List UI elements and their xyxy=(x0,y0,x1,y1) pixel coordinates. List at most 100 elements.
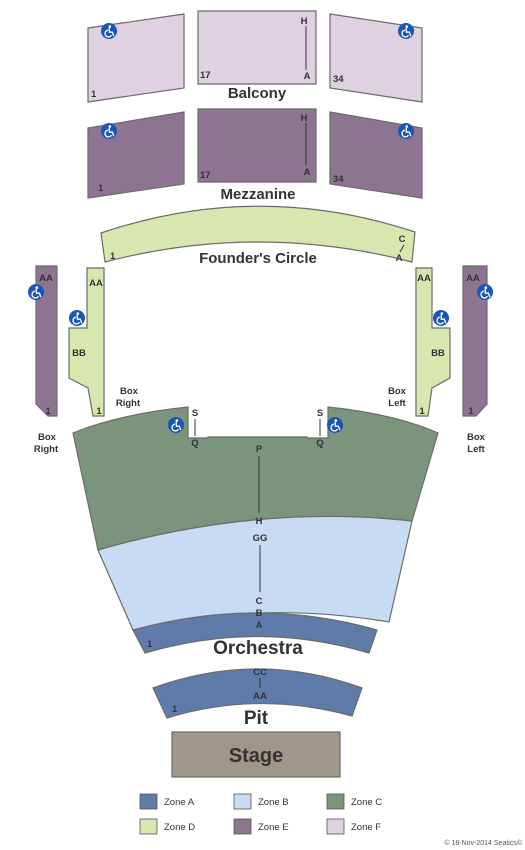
orchestra-section[interactable]: S Q S Q P H GG C B A 1 Orchestra xyxy=(72,406,439,659)
wheelchair-icon xyxy=(326,416,344,434)
pit-seat: 1 xyxy=(172,704,178,715)
box-right-inner-label-2: Right xyxy=(116,398,141,409)
pit-row-top: CC xyxy=(253,667,267,678)
box-left-inner[interactable] xyxy=(415,267,451,417)
box-right-inner-row-mid: BB xyxy=(72,348,86,359)
wheelchair-icon xyxy=(100,122,118,140)
founders-circle[interactable] xyxy=(100,205,416,263)
legend-swatch xyxy=(139,818,158,835)
mezzanine-section[interactable]: H A 1 17 34 Mezzanine xyxy=(87,108,423,203)
mezzanine-seat-left: 1 xyxy=(98,183,104,194)
legend-label: Zone F xyxy=(351,822,381,833)
mezzanine-row-bottom: A xyxy=(304,167,311,178)
box-right-outer-label-1: Box xyxy=(38,432,57,443)
box-left-inner-label-2: Left xyxy=(388,398,406,409)
copyright-text: © 18-Nov-2014 Seatics© xyxy=(444,839,522,847)
box-left-outer-section[interactable]: AA 1 Box Left xyxy=(462,265,494,455)
legend-swatch xyxy=(233,793,252,810)
wheelchair-icon xyxy=(432,309,450,327)
balcony-seat-mid: 17 xyxy=(200,70,211,81)
pit-row-bottom: AA xyxy=(253,691,267,702)
stage-label: Stage xyxy=(229,745,283,767)
box-left-inner-label-1: Box xyxy=(388,386,407,397)
legend-item: Zone A xyxy=(139,793,195,810)
founders-circle-section[interactable]: C A 1 Founder's Circle xyxy=(100,205,416,267)
box-left-outer-label-1: Box xyxy=(467,432,486,443)
orchestra-row-b: B xyxy=(256,608,263,619)
wheelchair-icon xyxy=(27,283,45,301)
box-right-outer-row: AA xyxy=(39,273,53,284)
orchestra-rear-left-q: Q xyxy=(191,438,198,449)
mezzanine-row-top: H xyxy=(301,113,308,124)
box-right-outer-section[interactable]: AA 1 Box Right xyxy=(27,265,59,455)
wheelchair-icon xyxy=(397,122,415,140)
box-left-outer[interactable] xyxy=(462,265,488,417)
box-right-outer-label-2: Right xyxy=(34,444,59,455)
pit-section[interactable]: CC AA 1 Pit xyxy=(152,667,363,729)
founders-seat: 1 xyxy=(110,251,116,262)
legend-swatch xyxy=(233,818,252,835)
legend-item: Zone B xyxy=(233,793,289,810)
stage-area xyxy=(171,731,341,778)
orchestra-row-gg: GG xyxy=(253,533,268,544)
legend-swatch xyxy=(139,793,158,810)
founders-row-top: C xyxy=(399,234,406,245)
wheelchair-icon xyxy=(100,22,118,40)
box-left-outer-seat: 1 xyxy=(468,406,474,417)
legend-item: Zone F xyxy=(326,818,381,835)
box-left-inner-row-top: AA xyxy=(417,273,431,284)
orchestra-row-h: H xyxy=(256,516,263,527)
legend-item: Zone C xyxy=(326,793,382,810)
box-left-inner-section[interactable]: AA BB 1 Box Left xyxy=(388,267,451,417)
orchestra-row-c: C xyxy=(256,596,263,607)
wheelchair-icon xyxy=(167,416,185,434)
legend-label: Zone A xyxy=(164,797,195,808)
mezzanine-seat-mid: 17 xyxy=(200,170,211,181)
legend-label: Zone D xyxy=(164,822,195,833)
balcony-seat-right: 34 xyxy=(333,74,344,85)
box-right-outer-seat: 1 xyxy=(45,406,51,417)
box-right-inner-label-1: Box xyxy=(120,386,139,397)
mezzanine-label: Mezzanine xyxy=(220,186,295,203)
orchestra-front[interactable] xyxy=(132,612,378,654)
box-left-inner-row-mid: BB xyxy=(431,348,445,359)
balcony-seat-left: 1 xyxy=(91,89,97,100)
wheelchair-icon xyxy=(397,22,415,40)
box-left-outer-label-2: Left xyxy=(467,444,485,455)
wheelchair-icon xyxy=(476,283,494,301)
legend-swatch xyxy=(326,793,345,810)
legend-label: Zone C xyxy=(351,797,382,808)
mezzanine-seat-right: 34 xyxy=(333,174,344,185)
founders-circle-label: Founder's Circle xyxy=(199,250,317,267)
orchestra-label: Orchestra xyxy=(213,638,303,659)
balcony-row-top: H xyxy=(301,16,308,27)
box-right-inner-section[interactable]: AA BB 1 Box Right xyxy=(68,267,141,417)
legend-item: Zone D xyxy=(139,818,195,835)
founders-row-bottom: A xyxy=(396,253,403,264)
box-right-inner-seat: 1 xyxy=(96,406,102,417)
orchestra-rear-right-q: Q xyxy=(316,438,323,449)
orchestra-rear-right-s: S xyxy=(317,408,323,419)
pit[interactable] xyxy=(152,668,363,719)
box-right-inner-row-top: AA xyxy=(89,278,103,289)
legend-swatch xyxy=(326,818,345,835)
legend-label: Zone E xyxy=(258,822,289,833)
legend-label: Zone B xyxy=(258,797,289,808)
balcony-row-bottom: A xyxy=(304,71,311,82)
box-right-outer[interactable] xyxy=(35,265,58,417)
legend-item: Zone E xyxy=(233,818,289,835)
box-right-inner[interactable] xyxy=(68,267,105,417)
balcony-section[interactable]: H A 1 17 34 Balcony xyxy=(87,10,423,103)
balcony-label: Balcony xyxy=(228,85,287,102)
pit-label: Pit xyxy=(244,708,269,729)
box-left-outer-row: AA xyxy=(466,273,480,284)
orchestra-row-a: A xyxy=(256,620,263,631)
zone-legend: Zone A Zone B Zone C Zone D Zone E Zone F xyxy=(139,793,382,835)
orchestra-seat: 1 xyxy=(147,639,153,650)
mezzanine-center[interactable] xyxy=(197,108,317,183)
wheelchair-icon xyxy=(68,309,86,327)
box-left-inner-seat: 1 xyxy=(419,406,425,417)
balcony-right[interactable] xyxy=(329,13,423,103)
balcony-center[interactable] xyxy=(197,10,317,85)
